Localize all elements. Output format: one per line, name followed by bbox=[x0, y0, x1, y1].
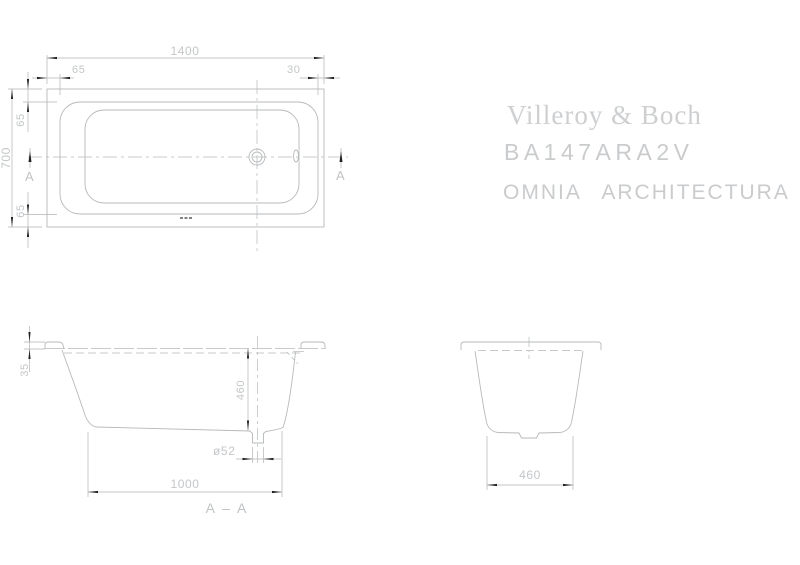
section-letter-left: A bbox=[25, 169, 35, 184]
dim-label-30: 30 bbox=[287, 64, 301, 76]
end-view-dimension-lines bbox=[486, 436, 574, 490]
section-arrow-right bbox=[339, 151, 343, 162]
tub-rim-inner bbox=[59, 101, 319, 215]
bathtub-end-view bbox=[460, 337, 602, 439]
dim-label-460-end: 460 bbox=[519, 468, 541, 482]
dim-label-1400: 1400 bbox=[170, 44, 200, 58]
product-model-number: BA147ARA2V bbox=[504, 139, 694, 165]
product-series-name: OMNIA ARCHITECTURA bbox=[503, 181, 790, 204]
dim-label-1000: 1000 bbox=[170, 477, 200, 491]
overflow-hidden-line bbox=[286, 351, 299, 365]
section-arrow-left bbox=[28, 151, 32, 162]
end-rim bbox=[460, 341, 602, 350]
dim-label-35: 35 bbox=[19, 363, 31, 377]
dim-label-65-left-top: 65 bbox=[15, 113, 27, 127]
tub-profile bbox=[61, 349, 296, 444]
section-caption: A – A bbox=[205, 500, 249, 516]
dim-label-460-depth: 460 bbox=[235, 379, 247, 401]
rim-lip-left bbox=[44, 341, 65, 350]
rim-lip-right bbox=[300, 341, 326, 349]
dimension-arrowheads bbox=[10, 56, 573, 494]
dim-label-drain-diameter: ø52 bbox=[213, 444, 236, 458]
overflow-slot bbox=[293, 149, 299, 163]
bathtub-section-aa bbox=[44, 336, 326, 463]
tub-outer-rect bbox=[46, 88, 325, 228]
tub-basin bbox=[84, 109, 300, 204]
plan-dimension-lines bbox=[8, 55, 342, 248]
dim-label-65-left-bottom: 65 bbox=[15, 204, 27, 218]
brand-logo-text: Villeroy & Boch bbox=[507, 100, 702, 130]
bathtub-plan-view bbox=[28, 80, 348, 252]
end-profile bbox=[474, 350, 584, 439]
section-letter-right: A bbox=[336, 168, 346, 183]
dim-label-65-top: 65 bbox=[72, 64, 86, 76]
dim-label-700: 700 bbox=[0, 147, 13, 169]
